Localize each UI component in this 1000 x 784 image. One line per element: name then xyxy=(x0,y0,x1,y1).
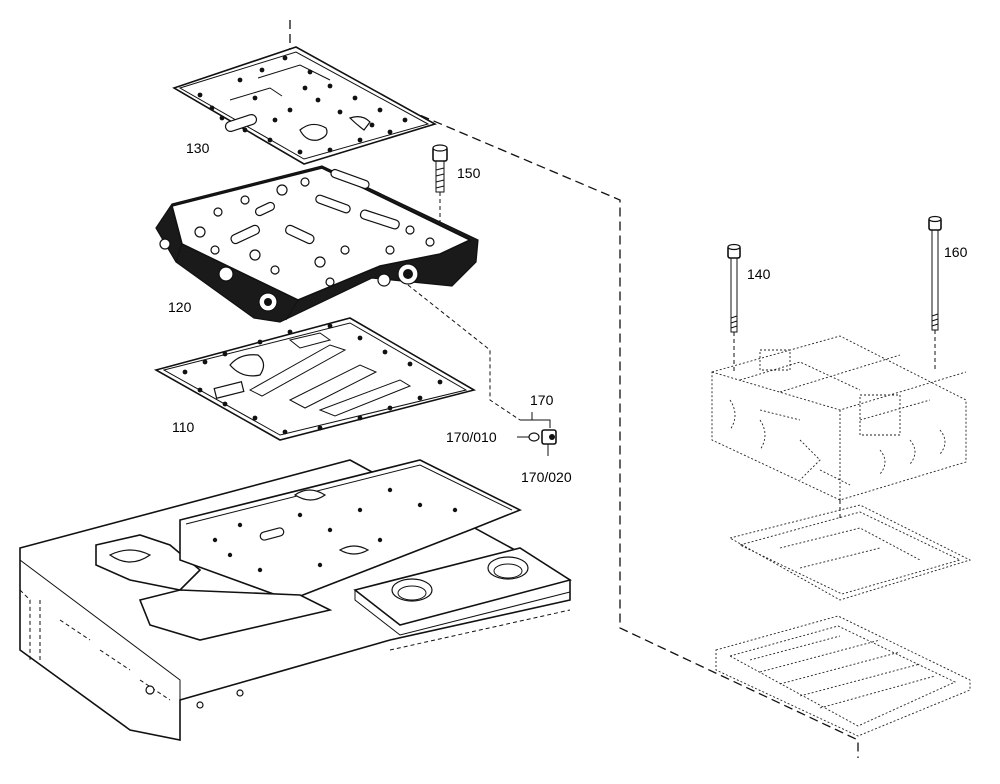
part-160-bolt xyxy=(928,215,942,372)
callout-140: 140 xyxy=(747,266,771,282)
part-150-bolt xyxy=(432,144,448,232)
valve-body-assembly-right xyxy=(711,335,967,501)
part-130-gasket-plate xyxy=(172,46,438,165)
part-170-dashed-leader xyxy=(407,284,521,421)
gasket-right-lower xyxy=(715,615,971,737)
separator-plate-right xyxy=(728,504,972,601)
part-110-gasket xyxy=(153,317,477,441)
callout-160: 160 xyxy=(944,244,968,260)
part-140-bolt xyxy=(727,243,741,372)
callout-170: 170 xyxy=(530,392,554,408)
transmission-housing xyxy=(19,459,572,741)
callout-110: 110 xyxy=(172,419,195,435)
callout-170-010: 170/010 xyxy=(446,429,497,445)
callout-120: 120 xyxy=(168,299,192,315)
part-170-plug-assembly xyxy=(517,412,557,456)
callout-170-020: 170/020 xyxy=(521,469,572,485)
callout-130: 130 xyxy=(186,140,210,156)
callout-150: 150 xyxy=(457,165,481,181)
part-120-valve-body xyxy=(155,165,479,323)
